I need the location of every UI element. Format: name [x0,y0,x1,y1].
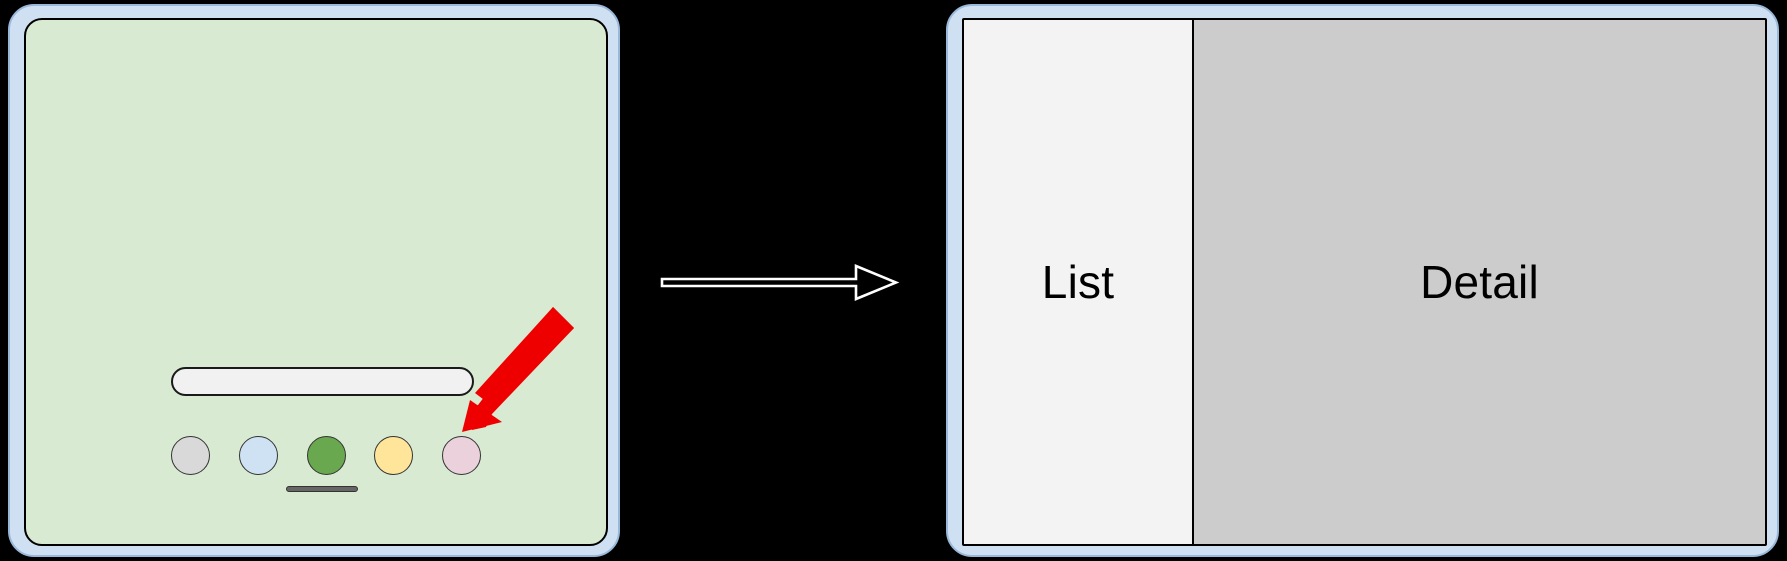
transition-arrow-icon [660,264,900,301]
detail-pane[interactable]: Detail [1194,20,1765,544]
tablet-device-left [8,4,620,557]
dock-app-2[interactable] [238,435,278,475]
list-pane-label: List [1041,256,1115,308]
search-input[interactable] [171,367,474,396]
dock-app-3[interactable] [306,435,346,475]
dock-app-4[interactable] [374,435,414,475]
app-dock [171,426,481,484]
home-indicator-bar[interactable] [286,486,358,492]
split-view-screen: List Detail [962,18,1767,546]
list-pane[interactable]: List [964,20,1194,544]
dock-app-5[interactable] [442,435,481,475]
detail-pane-label: Detail [1420,256,1539,308]
home-screen [24,18,608,546]
tablet-device-right: List Detail [946,4,1779,557]
dock-app-1[interactable] [171,435,210,475]
